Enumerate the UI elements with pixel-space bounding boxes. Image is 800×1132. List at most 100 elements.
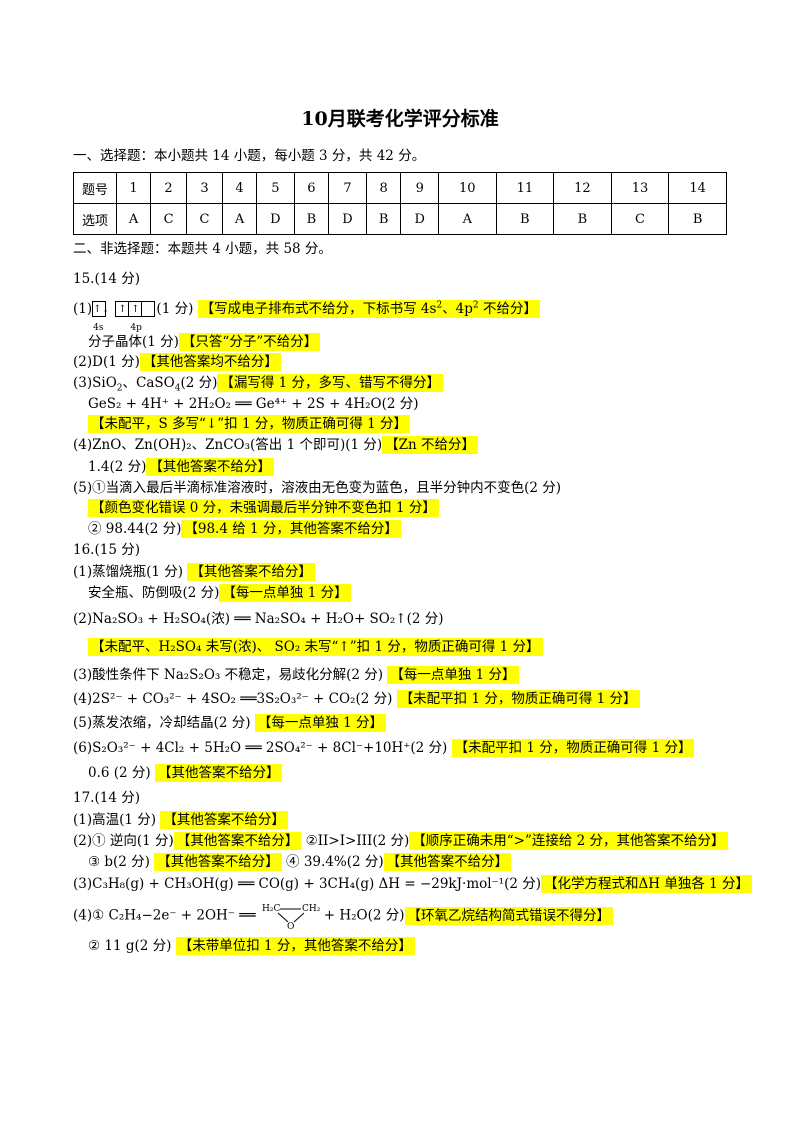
answer-cell: D <box>328 203 367 235</box>
question-number-cell: 13 <box>610 172 670 204</box>
scoring-note: 【未配平，S 多写“↓”扣 1 分，物质正确可得 1 分】 <box>88 415 410 433</box>
scoring-note: 【未配平扣 1 分，物质正确可得 1 分】 <box>396 690 640 708</box>
q15-line6: 【未配平，S 多写“↓”扣 1 分，物质正确可得 1 分】 <box>88 415 410 433</box>
q17-header: 17.(14 分) <box>73 790 140 806</box>
scoring-note: 【其他答案不给分】 <box>187 563 315 581</box>
scoring-note: 【其他答案不给分】 <box>154 853 282 871</box>
q17-line5: (4)① C₂H₄−2e⁻ + 2OH⁻ ══ H₂C CH₂ O + H₂O(… <box>73 902 614 930</box>
orbital-4p-label: 4p <box>130 322 142 333</box>
q16-line4: 【未配平、H₂SO₄ 未写(浓)、 SO₂ 未写“↑”扣 1 分，物质正确可得 … <box>88 638 543 656</box>
question-number-cell: 9 <box>400 172 439 204</box>
answer-cell: B <box>668 203 727 235</box>
answer-cell: B <box>553 203 612 235</box>
answer-cell: B <box>495 203 555 235</box>
q17-line2: (2)① 逆向(1 分)【其他答案不给分】 ②II>I>III(2 分)【顺序正… <box>73 832 728 850</box>
q16-line9: 0.6 (2 分) 【其他答案不给分】 <box>88 764 283 782</box>
q16-line3: (2)Na₂SO₃ + H₂SO₄(浓) ══ Na₂SO₄ + H₂O+ SO… <box>73 611 444 627</box>
q15-part1-note: 【写成电子排布式不给分，下标书写 4s2、4p2 不给分】 <box>197 300 540 318</box>
scoring-note: 【未带单位扣 1 分，其他答案不给分】 <box>175 937 415 955</box>
scoring-note: 【其他答案均不给分】 <box>139 353 281 371</box>
scoring-note: 【未配平、H₂SO₄ 未写(浓)、 SO₂ 未写“↑”扣 1 分，物质正确可得 … <box>88 638 543 656</box>
answer-cell: A <box>437 203 497 235</box>
q15-line9: (5)①当滴入最后半滴标准溶液时，溶液由无色变为蓝色，且半分钟内不变色(2 分) <box>73 480 562 496</box>
q16-line1: (1)蒸馏烧瓶(1 分) 【其他答案不给分】 <box>73 563 315 581</box>
question-number-cell: 1 <box>115 172 152 204</box>
q15-line10: 【颜色变化错误 0 分，未强调最后半分钟不变色扣 1 分】 <box>88 499 439 517</box>
q15-part1-label: (1) <box>73 301 93 317</box>
question-number-cell: 14 <box>668 172 727 204</box>
q16-line5: (3)酸性条件下 Na₂S₂O₃ 不稳定，易歧化分解(2 分) 【每一点单独 1… <box>73 666 519 684</box>
q16-line8: (6)S₂O₃²⁻ + 4Cl₂ + 5H₂O ══ 2SO₄²⁻ + 8Cl⁻… <box>73 739 695 757</box>
row-head-question: 题号 <box>73 172 117 204</box>
orbital-box-4s: ↑↓ <box>92 300 110 317</box>
q17-line6: ② 11 g(2 分) 【未带单位扣 1 分，其他答案不给分】 <box>88 937 415 955</box>
question-number-cell: 3 <box>186 172 223 204</box>
orbital-4s-diagram: ↑↓ 4s <box>92 300 110 333</box>
row-head-answer: 选项 <box>73 203 117 235</box>
scoring-note: 【98.4 给 1 分，其他答案不给分】 <box>181 520 401 538</box>
scoring-note: 【只答“分子”不给分】 <box>178 333 321 351</box>
q15-line2: 分子晶体(1 分)【只答“分子”不给分】 <box>88 333 321 351</box>
scoring-note: 【每一点单独 1 分】 <box>219 584 351 602</box>
q16-line6: (4)2S²⁻ + CO₃²⁻ + 4SO₂ ══3S₂O₃²⁻ + CO₂(2… <box>73 690 640 708</box>
question-number-cell: 8 <box>365 172 402 204</box>
scoring-note: 【Zn 不给分】 <box>382 436 479 454</box>
answer-cell: A <box>115 203 152 235</box>
question-number-cell: 5 <box>256 172 295 204</box>
q15-line1: (1)↑↓4s ↑↑4p(1 分) 【写成电子排布式不给分，下标书写 4s2、4… <box>73 300 540 333</box>
question-number-cell: 10 <box>437 172 497 204</box>
question-number-cell: 2 <box>150 172 188 204</box>
answer-cell: B <box>365 203 402 235</box>
part2-heading: 二、非选择题：本题共 4 小题，共 58 分。 <box>73 241 332 257</box>
q15-line5: GeS₂ + 4H⁺ + 2H₂O₂ ══ Ge⁴⁺ + 2S + 4H₂O(2… <box>88 396 419 412</box>
q15-line8: 1.4(2 分)【其他答案不给分】 <box>88 458 274 476</box>
q17-line4: (3)C₃H₈(g) + CH₃OH(g) ══ CO(g) + 3CH₄(g)… <box>73 875 753 893</box>
q15-part1-score: (1 分) <box>156 301 194 317</box>
epoxide-o-label: O <box>287 922 294 930</box>
scoring-note: 【颜色变化错误 0 分，未强调最后半分钟不变色扣 1 分】 <box>88 499 439 517</box>
orbital-box-4p-2: ↑ <box>128 300 143 317</box>
q17-line3: ③ b(2 分) 【其他答案不给分】 ④ 39.4%(2 分)【其他答案不给分】 <box>88 853 512 871</box>
orbital-box-4p-1: ↑ <box>115 300 130 317</box>
q16-line2: 安全瓶、防倒吸(2 分)【每一点单独 1 分】 <box>88 584 351 602</box>
scoring-note: 【化学方程式和ΔH 单独各 1 分】 <box>541 875 753 893</box>
question-number-cell: 11 <box>495 172 555 204</box>
scoring-note: 【未配平扣 1 分，物质正确可得 1 分】 <box>451 739 695 757</box>
epoxide-co-bond-left <box>277 912 289 923</box>
question-number-cell: 6 <box>293 172 330 204</box>
ethylene-oxide-structure: H₂C CH₂ O <box>262 904 321 930</box>
scoring-note: 【漏写得 1 分，多写、错写不得分】 <box>217 374 444 392</box>
answer-cell: C <box>610 203 670 235</box>
scoring-note: 【每一点单独 1 分】 <box>254 714 387 732</box>
scoring-note: 【每一点单独 1 分】 <box>387 666 519 684</box>
scoring-note: 【其他答案不给分】 <box>146 458 274 476</box>
answer-cell: D <box>400 203 439 235</box>
part1-heading: 一、选择题：本小题共 14 小题，每小题 3 分，共 42 分。 <box>73 148 426 164</box>
question-number-cell: 12 <box>553 172 612 204</box>
orbital-box-4p-3 <box>141 300 156 317</box>
question-number-cell: 7 <box>328 172 367 204</box>
question-number-cell: 4 <box>221 172 258 204</box>
page-title: 10月联考化学评分标准 <box>301 108 499 130</box>
q15-line7: (4)ZnO、Zn(OH)₂、ZnCO₃(答出 1 个即可)(1 分)【Zn 不… <box>73 436 479 454</box>
q15-line11: ② 98.44(2 分)【98.4 给 1 分，其他答案不给分】 <box>88 520 401 538</box>
epoxide-ch2-label: CH₂ <box>302 904 321 914</box>
epoxide-h2c-label: H₂C <box>262 904 280 914</box>
answer-cell: D <box>256 203 295 235</box>
orbital-4p-diagram: ↑↑4p <box>115 300 156 333</box>
q15-line4: (3)SiO2、CaSO4(2 分)【漏写得 1 分，多写、错写不得分】 <box>73 374 444 393</box>
answer-cell: B <box>293 203 330 235</box>
answer-cell: C <box>150 203 188 235</box>
scoring-note: 【其他答案不给分】 <box>383 853 512 871</box>
epoxide-co-bond-right <box>293 912 305 923</box>
q15-header: 15.(14 分) <box>73 271 140 287</box>
q17-line1: (1)高温(1 分) 【其他答案不给分】 <box>73 811 288 829</box>
orbital-4s-label: 4s <box>93 322 104 333</box>
scoring-note: 【顺序正确未用“>”连接给 2 分，其他答案不给分】 <box>409 832 728 850</box>
answer-cell: C <box>186 203 223 235</box>
scoring-note: 【其他答案不给分】 <box>173 832 302 850</box>
scoring-note: 【环氧乙烷结构简式错误不得分】 <box>404 906 614 925</box>
